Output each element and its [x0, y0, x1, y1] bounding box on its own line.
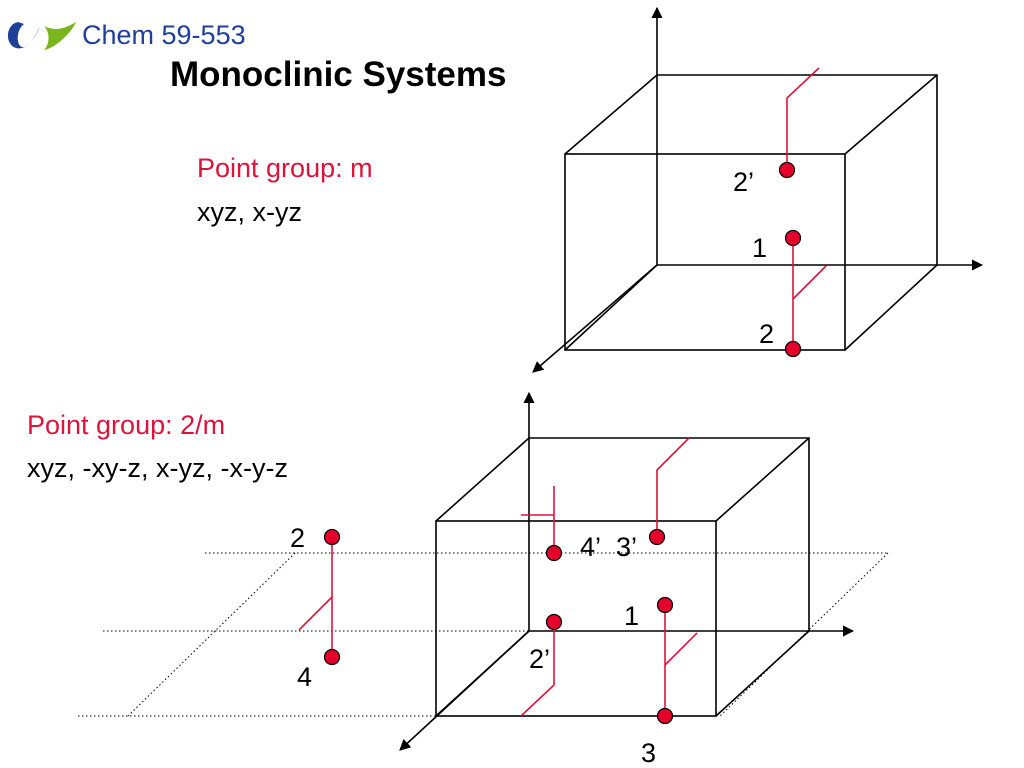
- point-group-m-operations: xyz, x-yz: [197, 197, 302, 227]
- atom-3prime-dot: [648, 528, 666, 546]
- label-2prime: 2’: [529, 644, 550, 674]
- point-group-2m-operations: xyz, -xy-z, x-yz, -x-y-z: [27, 453, 288, 483]
- page-title: Monoclinic Systems: [170, 55, 507, 94]
- label-2: 2: [759, 319, 774, 349]
- label-4: 4: [297, 662, 312, 692]
- axes-2m: [399, 391, 855, 751]
- atom-4prime-dot: [545, 544, 563, 562]
- atom-1-dot: [784, 229, 802, 247]
- atom-2-dot: [784, 340, 802, 358]
- point-group-2m-label: Point group: 2/m: [27, 410, 226, 440]
- label-1: 1: [752, 233, 767, 263]
- diagram-2m: 2 4 4’ 3’ 1 2’ 3: [78, 391, 889, 768]
- atom-2-dot: [323, 528, 341, 546]
- unit-cell-m: [564, 74, 938, 351]
- atom-2prime-dot: [778, 161, 796, 179]
- mirror-plane: [78, 552, 889, 717]
- atom-3-dot: [656, 707, 674, 725]
- point-group-m-label: Point group: m: [197, 153, 373, 183]
- label-2prime: 2’: [733, 167, 754, 197]
- atom-2prime-dot: [545, 613, 563, 631]
- course-label: Chem 59-553: [82, 20, 246, 50]
- position-lines-m: [786, 67, 827, 349]
- position-lines-2m: [298, 437, 698, 717]
- unit-cell-2m: [435, 437, 810, 717]
- label-2: 2: [290, 523, 305, 553]
- atom-4-dot: [323, 648, 341, 666]
- logo-icon: [7, 22, 76, 50]
- label-3prime: 3’: [616, 532, 637, 562]
- label-4prime: 4’: [580, 532, 601, 562]
- axes-m: [532, 6, 984, 373]
- label-1: 1: [624, 601, 639, 631]
- diagram-m: 2’ 1 2: [532, 6, 984, 373]
- label-3: 3: [641, 738, 656, 768]
- atom-1-dot: [656, 596, 674, 614]
